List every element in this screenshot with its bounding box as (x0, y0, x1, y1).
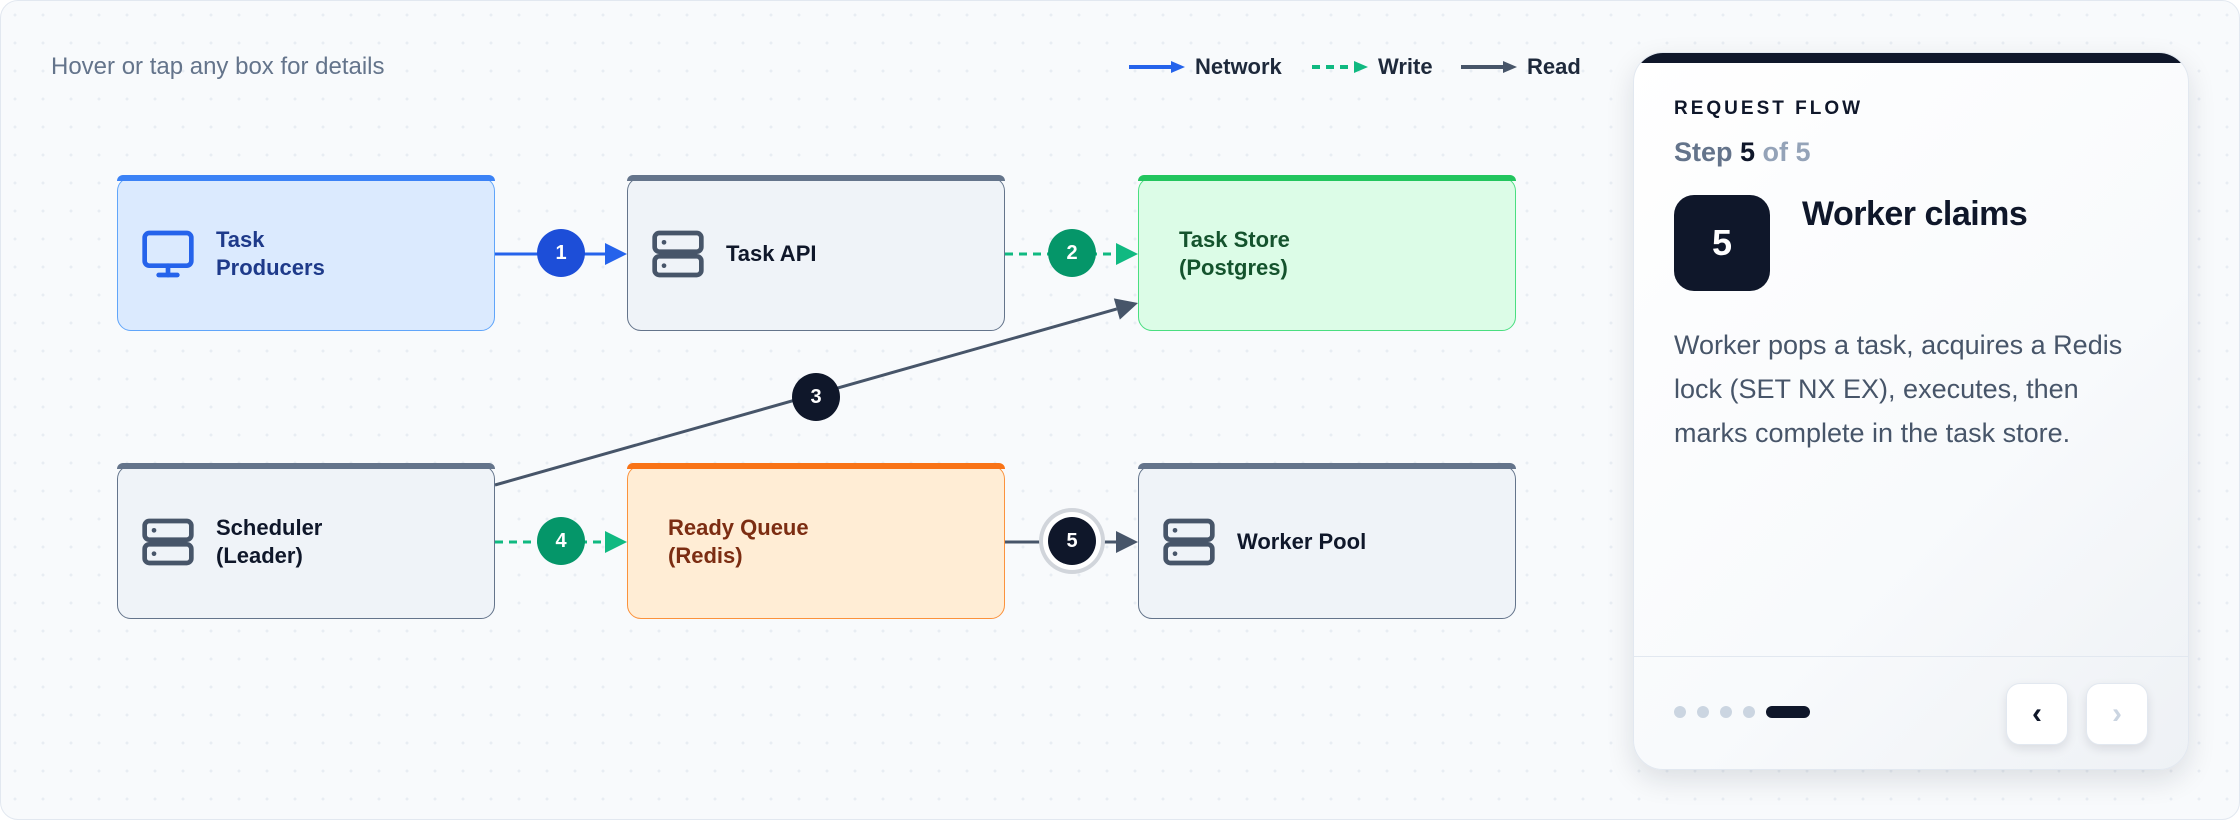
node-task-store[interactable]: Task Store (Postgres) (1138, 175, 1516, 331)
step-current: 5 (1740, 137, 1756, 167)
network-line-icon (1129, 61, 1185, 73)
node-accent-bar (117, 175, 495, 181)
pagination-dot-3[interactable] (1720, 706, 1732, 718)
server-icon (140, 514, 196, 570)
hint-text: Hover or tap any box for details (51, 53, 385, 80)
arrowhead-scheduler-store (1113, 298, 1138, 320)
node-accent-bar (1138, 463, 1516, 469)
legend-write: Write (1312, 51, 1433, 83)
node-label: Task Producers (216, 227, 325, 280)
node-ready-queue[interactable]: Ready Queue (Redis) (627, 463, 1005, 619)
node-label: Ready Queue (Redis) (668, 515, 809, 568)
request-flow-card: REQUEST FLOW Step 5 of 5 5 Worker claims… (1633, 52, 2189, 770)
card-divider (1634, 656, 2188, 657)
pagination-dot-4[interactable] (1743, 706, 1755, 718)
node-label: Task Store (Postgres) (1179, 227, 1290, 280)
monitor-icon (140, 226, 196, 282)
legend-read-label: Read (1527, 54, 1581, 79)
server-icon (1161, 514, 1217, 570)
write-line-icon (1312, 61, 1368, 73)
node-task-api[interactable]: Task API (627, 175, 1005, 331)
arrowhead-scheduler-queue (605, 531, 627, 553)
pagination-dot-1[interactable] (1674, 706, 1686, 718)
step-prefix: Step (1674, 137, 1741, 167)
pagination-dot-2[interactable] (1697, 706, 1709, 718)
node-label: Task API (726, 241, 817, 266)
step-badge-5[interactable]: 5 (1048, 517, 1096, 565)
node-worker-pool[interactable]: Worker Pool (1138, 463, 1516, 619)
node-label: Worker Pool (1237, 529, 1367, 554)
node-accent-bar (1138, 175, 1516, 181)
card-accent-bar (1634, 53, 2188, 63)
arrowhead-queue-workers (1116, 531, 1138, 553)
step-badge-4[interactable]: 4 (537, 517, 585, 565)
legend-read: Read (1461, 51, 1581, 83)
step-suffix: of 5 (1755, 137, 1811, 167)
step-indicator: Step 5 of 5 (1674, 137, 1811, 168)
node-accent-bar (117, 463, 495, 469)
legend-write-label: Write (1378, 54, 1433, 79)
arrowhead-api-store (1116, 243, 1138, 265)
legend-network-label: Network (1195, 54, 1282, 79)
step-description: Worker pops a task, acquires a Redis loc… (1674, 330, 2123, 448)
read-line-icon (1461, 61, 1517, 73)
arrowhead-producers-api (605, 243, 627, 265)
node-label: Scheduler (Leader) (216, 515, 323, 568)
node-accent-bar (627, 463, 1005, 469)
card-eyebrow: REQUEST FLOW (1674, 98, 1864, 119)
step-badge-1[interactable]: 1 (537, 229, 585, 277)
pagination-dot-5[interactable] (1766, 706, 1810, 718)
step-badge-2[interactable]: 2 (1048, 229, 1096, 277)
previous-step-button[interactable]: ‹ (2006, 683, 2068, 745)
node-accent-bar (627, 175, 1005, 181)
next-step-button[interactable]: › (2086, 683, 2148, 745)
step-badge-3[interactable]: 3 (792, 373, 840, 421)
node-task-producers[interactable]: Task Producers (117, 175, 495, 331)
step-title: Worker claims (1802, 195, 2028, 233)
step-pagination (1674, 706, 1810, 718)
server-icon (650, 226, 706, 282)
node-scheduler[interactable]: Scheduler (Leader) (117, 463, 495, 619)
legend-network: Network (1129, 51, 1282, 83)
step-number-tile: 5 (1674, 195, 1770, 291)
